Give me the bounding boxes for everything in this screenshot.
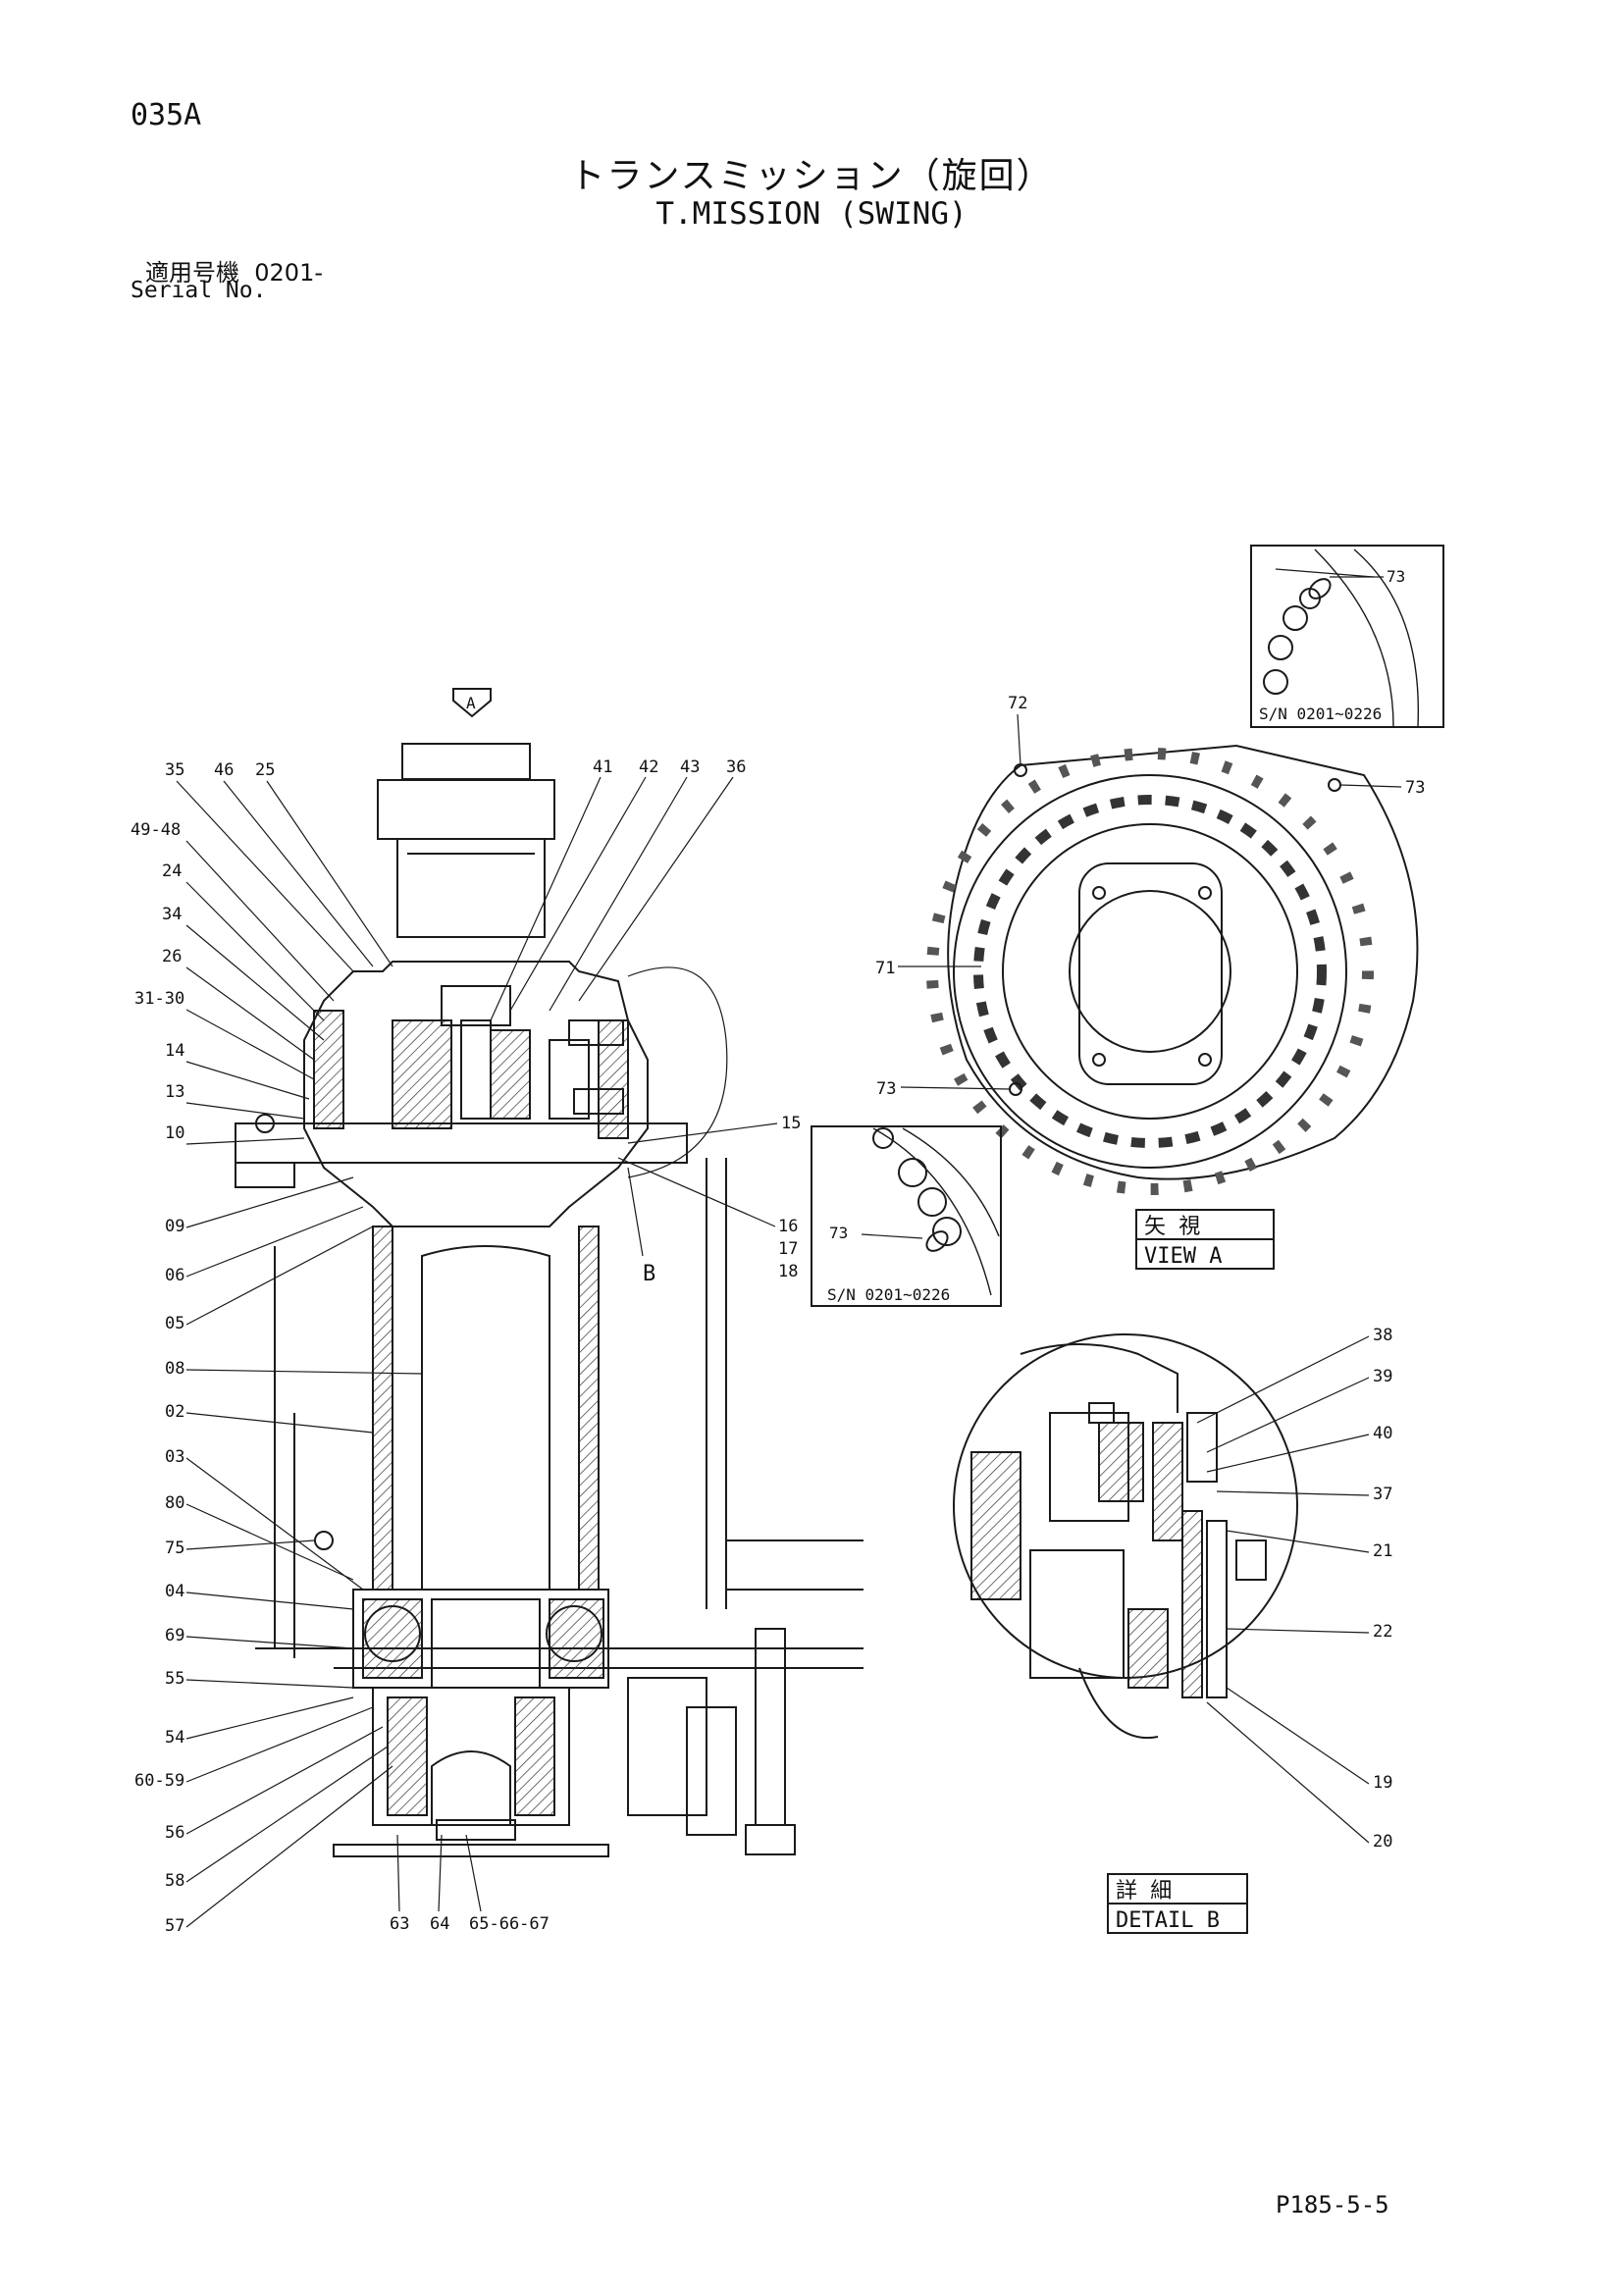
callout: 15 xyxy=(781,1114,801,1133)
callout: 02 xyxy=(165,1402,184,1422)
inset-top-serial: S/N 0201~0226 xyxy=(1259,704,1382,723)
callout: 41 xyxy=(593,757,612,777)
inset-mid: 73 S/N 0201~0226 xyxy=(811,1125,1002,1307)
callout: 37 xyxy=(1373,1485,1392,1504)
callouts-left: 35 46 25 49-48 24 34 26 31-30 14 13 10 0… xyxy=(131,760,275,1936)
callout: 43 xyxy=(680,757,700,777)
callout: 64 xyxy=(430,1914,449,1934)
callout: 42 xyxy=(639,757,658,777)
leader-lines-right xyxy=(617,1122,778,1257)
callout: 10 xyxy=(165,1123,184,1143)
callout: 49-48 xyxy=(131,820,181,840)
leader-lines-top xyxy=(490,776,734,1021)
detail-b-circle xyxy=(627,966,728,1178)
callout: 16 xyxy=(778,1217,798,1236)
callout: 57 xyxy=(165,1916,184,1936)
callout: 24 xyxy=(162,861,182,881)
view-arrow-a: A xyxy=(452,688,492,718)
view-a-caption: 矢 視 VIEW A xyxy=(1135,1209,1275,1270)
callout: 40 xyxy=(1373,1424,1392,1443)
view-a-labels: 72 73 71 73 xyxy=(875,694,1425,1099)
callout: 26 xyxy=(162,947,182,966)
view-a-diagram xyxy=(926,744,1419,1195)
callout: 69 xyxy=(165,1626,184,1645)
serial-range: 0201- xyxy=(254,259,324,287)
callout: 75 xyxy=(165,1539,184,1558)
leader-lines-left xyxy=(176,780,423,1928)
detail-b-caption-jp: 詳 細 xyxy=(1116,1879,1172,1904)
serial-label-japanese: 適用号機 0201- xyxy=(145,253,323,287)
callout: 38 xyxy=(1373,1326,1392,1345)
serial-label-jp-text: 適用号機 xyxy=(145,259,239,287)
callout: 73 xyxy=(876,1079,896,1099)
callout: 36 xyxy=(726,757,746,777)
callout: 34 xyxy=(162,905,182,924)
callout: 73 xyxy=(829,1224,848,1242)
callouts-bottom: 63 64 65-66-67 xyxy=(390,1914,550,1934)
title-english: T.MISSION (SWING) xyxy=(655,196,968,232)
callout: 73 xyxy=(1387,567,1405,586)
callout: 31-30 xyxy=(134,989,184,1009)
callout: 06 xyxy=(165,1266,184,1285)
serial-label-english: Serial No. xyxy=(131,278,267,303)
detail-b-labels: 38 39 40 37 21 22 19 20 xyxy=(1373,1326,1392,1852)
callout: 63 xyxy=(390,1914,409,1934)
callouts-top: 41 42 43 36 xyxy=(593,757,746,777)
main-cross-section: A xyxy=(235,688,864,1857)
detail-b-caption-en: DETAIL B xyxy=(1116,1908,1220,1933)
callout: 60-59 xyxy=(134,1771,184,1791)
callout: 46 xyxy=(214,760,234,780)
callout: 73 xyxy=(1405,778,1425,798)
callout: 18 xyxy=(778,1262,798,1281)
view-a-leaders xyxy=(898,713,1402,1090)
detail-b-marker: B xyxy=(643,1262,655,1286)
callout: 19 xyxy=(1373,1773,1392,1793)
callout: 65-66-67 xyxy=(469,1914,550,1934)
title-japanese: トランスミッション（旋回） xyxy=(569,156,1054,196)
callout: 04 xyxy=(165,1582,184,1601)
detail-b-caption: 詳 細 DETAIL B xyxy=(1107,1873,1248,1934)
leader-lines-bottom xyxy=(396,1834,482,1912)
callout: 54 xyxy=(165,1728,184,1748)
inset-top: 73 S/N 0201~0226 xyxy=(1250,545,1444,728)
callout: 58 xyxy=(165,1871,184,1891)
callout: 09 xyxy=(165,1217,184,1236)
inset-mid-serial: S/N 0201~0226 xyxy=(827,1285,950,1304)
detail-b-diagram xyxy=(953,1333,1298,1740)
callout: 17 xyxy=(778,1239,798,1259)
callout: 13 xyxy=(165,1082,184,1102)
callout: 20 xyxy=(1373,1832,1392,1852)
callout: 39 xyxy=(1373,1367,1392,1386)
callout: 22 xyxy=(1373,1622,1392,1642)
page-code: P185-5-5 xyxy=(1276,2191,1389,2218)
callout: 55 xyxy=(165,1669,184,1689)
callout: 80 xyxy=(165,1493,184,1513)
callout: 72 xyxy=(1008,694,1027,713)
callouts-right: 15 16 17 18 B xyxy=(643,1114,801,1286)
callout: 08 xyxy=(165,1359,184,1379)
callout: 35 xyxy=(165,760,184,780)
detail-b-leaders xyxy=(1196,1335,1370,1844)
callout: 21 xyxy=(1373,1541,1392,1561)
callout: 56 xyxy=(165,1823,184,1843)
view-a-caption-en: VIEW A xyxy=(1144,1244,1222,1269)
callout: 25 xyxy=(255,760,275,780)
callout: 03 xyxy=(165,1447,184,1467)
page-id: 035A xyxy=(131,98,202,132)
callout: 05 xyxy=(165,1314,184,1333)
callout: 71 xyxy=(875,959,895,978)
callout: 14 xyxy=(165,1041,184,1061)
svg-text:A: A xyxy=(466,694,476,712)
view-a-caption-jp: 矢 視 xyxy=(1144,1215,1200,1239)
